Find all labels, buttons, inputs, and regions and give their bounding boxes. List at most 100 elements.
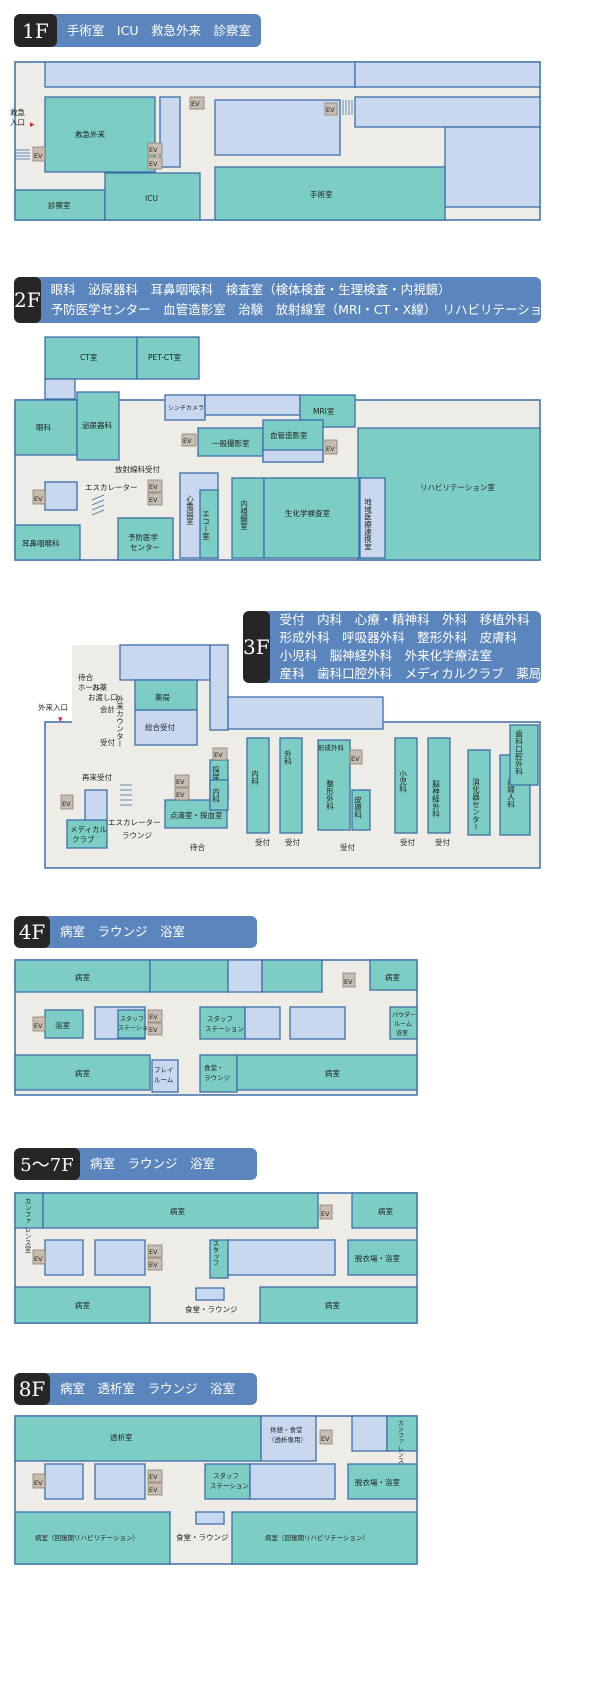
floor-plan-8f-svg: 透析室 休憩・食堂 （透析専用） カンファ レンス室 スタッフ ステーション 脱… [14,1415,418,1565]
label-reception-main: 受付 [100,737,115,747]
label-ward-4f-c: 病室 [75,1068,90,1078]
label-dining-57: 食堂・ラウンジ [185,1304,238,1314]
entrance-arrow-icon: ▸ [30,120,35,130]
room-neuro [427,737,451,834]
room-digestive [467,749,491,836]
room-block [195,1287,225,1301]
elevator-label: EV [149,1026,158,1034]
elevator-label: EV [326,106,335,114]
floor-departments-3f-line1: 受付 内科 心療・精神科 外科 移植外科 [279,612,530,627]
label-emergency-entrance-2: 入口 [10,118,25,127]
label-powder-3: 浴室 [396,1029,408,1037]
room-block [244,1006,281,1040]
floor-departments-2f-line1: 眼科 泌尿器科 耳鼻咽喉科 検査室（検体検査・生理検査・内視鏡） [50,282,451,297]
floor-header-5-7f: 5〜7F 病室 ラウンジ 浴室 [14,1148,257,1180]
elevator-icon [147,1244,163,1258]
elevator-icon [342,972,356,988]
room-block [204,394,301,416]
room-block [151,1059,179,1093]
label-emergency-entrance: 救急 [10,107,25,117]
label-staff-4f: スタッフ [120,1015,144,1023]
elevator-label: EV [149,160,158,168]
room-block [351,1415,388,1452]
elevator-label: EV [34,152,43,160]
room-staff-4f-b [199,1006,246,1040]
room-block [199,489,219,559]
floor-badge-8f: 8F [14,1373,50,1405]
room-block [444,126,541,208]
label-reception-peds: 受付 [400,837,415,847]
label-ent: 耳鼻咽喉科 [22,538,60,548]
room-er [44,96,156,173]
room-block [249,1463,336,1500]
room-uro [76,391,120,461]
label-ward-rehab-b: 病室（回復期リハビリテーション） [265,1533,369,1542]
room-ent [14,524,81,561]
entrance-arrow-icon-3f: ▾ [58,715,63,725]
label-general-reception: 総合受付 [145,722,175,732]
label-ward-4f-d: 病室 [325,1068,340,1078]
label-uro: 泌尿器科 [82,420,112,430]
label-biochem: 生化学検査室 [285,508,330,518]
stairs-icon [120,784,132,806]
room-block [214,99,341,156]
room-block [44,1239,84,1276]
label-hall: 待合 [78,672,93,682]
elevator-label: EV [34,1022,43,1030]
room-block [359,477,386,559]
elevator-icon [189,96,205,110]
elevator-label: EV [149,1261,158,1269]
floor-header-1f: 1F 手術室 ICU 救急外来 診察室 [14,14,261,47]
room-block [44,1463,84,1500]
room-block [227,959,263,993]
elevator-icon [147,1022,163,1036]
label-ward-rehab-a: 病室（回復期リハビリテーション） [35,1533,139,1542]
room-block [94,1239,146,1276]
room-block [227,1239,336,1276]
label-waiting-3f: 待合 [190,842,205,852]
elevator-label: EV [149,1473,158,1481]
elevator-icon [212,747,228,761]
room-xray [197,427,264,457]
label-scinti: シンチカメラ室 [168,404,210,412]
floor-departments-3f-line3: 小児科 脳神経外科 外来化学療法室 [279,648,493,663]
label-drip: 点滴室・採血室 [170,810,223,820]
label-escalator: エスカレーター [85,483,138,492]
elevator-label: EV [34,495,43,503]
room-icu [104,172,201,221]
elevator-icon [32,1473,46,1489]
label-play-2: ルーム [154,1076,174,1084]
room-ward-57-a [42,1192,319,1229]
elevator-label: EV [321,1210,330,1218]
floor-badge-1f: 1F [14,14,57,47]
stairs-icon [15,149,30,160]
elevator-label: EV [34,1479,43,1487]
label-rest: 休憩・食堂 [270,1425,303,1434]
floor-header-2f: 2F 眼科 泌尿器科 耳鼻咽喉科 検査室（検体検査・生理検査・内視鏡） 予防医学… [14,277,541,323]
label-regional: 地域医療連携室 [363,497,372,551]
elevator-icon [324,102,338,116]
room-exam [14,189,106,221]
floor-plan-5-7f: カンファ レンス室 病室 病室 スタッフ 脱衣場・浴室 病室 食堂・ラウンジ 病… [0,1190,591,1330]
room-block [389,1006,418,1040]
label-pediatrics: 小児科 [398,770,407,794]
label-medical-club-2: クラブ [72,834,95,844]
room-block [117,1009,146,1039]
room-block [260,1415,317,1462]
room-medical-club [66,819,108,849]
elevator-icon [319,1204,333,1220]
floor-badge-3f: 3F [243,611,270,683]
label-xray: 一般撮影室 [212,438,250,448]
label-ward-4f-b: 病室 [385,972,400,982]
elevator-icon [147,479,163,493]
label-reception: 放射線科受付 [115,464,160,474]
elevator-icon [181,433,197,447]
elevator-label: EV [62,800,71,808]
label-dressing-8: 脱衣場・浴室 [355,1477,400,1487]
room-block [164,394,206,421]
elevator-icon [147,1257,163,1271]
label-rest-2: （透析専用） [268,1435,307,1444]
elevator-label: EV [176,791,185,799]
label-or: 手術室 [310,189,333,199]
room-ward-57-d [259,1286,418,1324]
